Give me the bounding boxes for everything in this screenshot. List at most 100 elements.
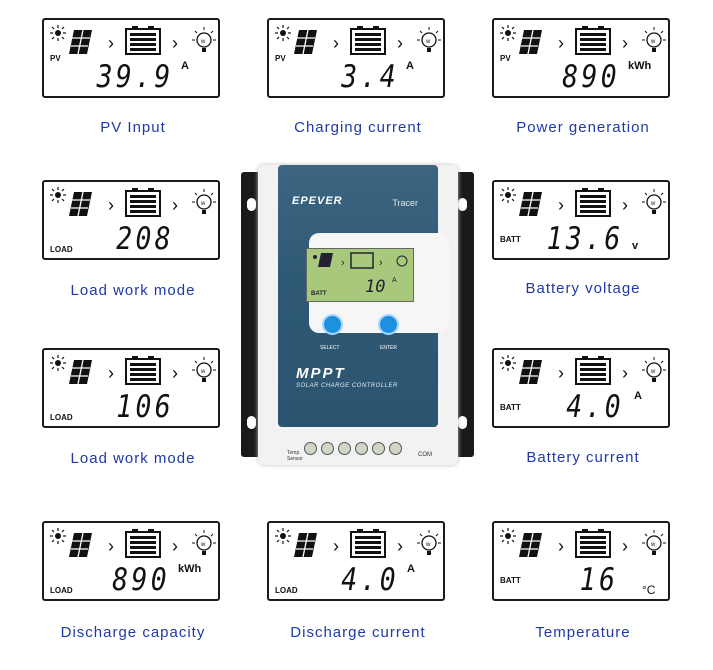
svg-text:w: w	[200, 369, 206, 375]
arrow-icon: ›	[108, 363, 114, 383]
caption-pv-input: PV Input	[100, 119, 166, 136]
sun-icon	[275, 528, 291, 544]
select-button[interactable]	[322, 314, 343, 335]
arrow-icon: ›	[622, 363, 628, 383]
sun-icon	[500, 355, 516, 371]
lcd-value: 10	[365, 277, 386, 297]
lcd-status-icons: › ›	[313, 252, 408, 269]
battery-icon	[575, 529, 611, 558]
lcd-status-icons: › › w	[275, 25, 441, 55]
arrow-icon: ›	[172, 363, 178, 383]
arrow-icon: ›	[333, 33, 339, 53]
sun-icon	[500, 187, 516, 203]
bulb-icon: w	[642, 189, 666, 214]
bulb-icon: w	[417, 27, 441, 52]
svg-text:w: w	[650, 39, 656, 45]
panel-unit: A	[181, 60, 189, 72]
mounting-bracket-left	[241, 172, 263, 457]
lcd-status-icons: › › w	[500, 355, 666, 385]
solar-panel-icon	[69, 532, 92, 558]
arrow-icon: ›	[333, 536, 339, 556]
lcd-panel-battery-voltage: › › w BATT 13.6 v	[492, 180, 670, 260]
sun-icon	[50, 355, 66, 371]
arrow-icon: ›	[172, 536, 178, 556]
lcd-status-icons: › › w	[50, 355, 216, 385]
lcd-panel-charging-current: › › w PV 3.4 A	[267, 18, 445, 98]
panel-value: 890	[112, 562, 170, 598]
arrow-icon: ›	[558, 363, 564, 383]
mounting-hole	[458, 198, 467, 211]
device-lcd: › › BATT 10 A	[306, 248, 414, 302]
panel-unit: v	[632, 240, 639, 252]
svg-text:w: w	[200, 201, 206, 207]
lcd-status-icons: › › w	[500, 187, 666, 217]
arrow-icon: ›	[558, 33, 564, 53]
panel-unit: kWh	[178, 563, 202, 575]
lcd-status-icons: › › w	[500, 25, 666, 55]
panel-value: 16	[579, 562, 618, 598]
panel-tag: PV	[500, 54, 511, 63]
lcd-status-icons: › › w	[500, 528, 666, 558]
arrow-icon: ›	[108, 195, 114, 215]
lcd-panel-power-generation: › › w PV 890 kWh	[492, 18, 670, 98]
terminal	[321, 442, 334, 455]
solar-panel-icon	[519, 359, 542, 385]
panel-value: 890	[562, 59, 620, 95]
battery-icon	[575, 356, 611, 385]
enter-label: ENTER	[380, 345, 397, 351]
battery-icon	[350, 529, 386, 558]
arrow-icon: ›	[379, 257, 383, 269]
panel-tag: PV	[275, 54, 286, 63]
solar-panel-icon	[294, 532, 317, 558]
mounting-hole	[247, 416, 256, 429]
arrow-icon: ›	[622, 536, 628, 556]
panel-unit: °C	[642, 583, 656, 597]
sun-icon	[275, 25, 291, 41]
controller-subtitle: SOLAR CHARGE CONTROLLER	[296, 383, 398, 389]
panel-tag: LOAD	[50, 413, 73, 422]
panel-value: 4.0	[566, 389, 624, 425]
panel-tag: BATT	[500, 235, 521, 244]
panel-tag: LOAD	[50, 586, 73, 595]
svg-text:w: w	[425, 39, 431, 45]
terminal	[389, 442, 402, 455]
lcd-panel-pv-input: › › w PV 39.9 A	[42, 18, 220, 98]
solar-panel-icon	[519, 191, 542, 217]
caption-battery-current: Battery current	[526, 449, 640, 466]
sun-icon	[50, 25, 66, 41]
battery-icon	[125, 26, 161, 55]
battery-icon	[125, 188, 161, 217]
panel-unit: A	[407, 563, 415, 575]
battery-icon	[350, 26, 386, 55]
solar-panel-icon	[318, 253, 333, 267]
lcd-panel-battery-current: › › w BATT 4.0 A	[492, 348, 670, 428]
panel-tag: PV	[50, 54, 61, 63]
mounting-hole	[247, 198, 256, 211]
arrow-icon: ›	[108, 536, 114, 556]
panel-value: 3.4	[341, 59, 399, 95]
arrow-icon: ›	[622, 195, 628, 215]
brand-logo: EPEVER	[292, 195, 343, 207]
bulb-icon	[396, 255, 408, 267]
mounting-hole	[458, 416, 467, 429]
lcd-status-icons: › › w	[50, 528, 216, 558]
sun-icon	[500, 25, 516, 41]
caption-discharge-capacity: Discharge capacity	[60, 624, 206, 641]
caption-load-work-mode: Load work mode	[70, 282, 196, 299]
svg-text:w: w	[650, 542, 656, 548]
panel-value: 39.9	[96, 59, 174, 95]
svg-text:w: w	[200, 39, 206, 45]
bulb-icon: w	[642, 357, 666, 382]
solar-panel-icon	[519, 29, 542, 55]
sun-icon	[313, 255, 317, 259]
panel-value: 208	[116, 221, 174, 257]
battery-icon	[575, 26, 611, 55]
caption-discharge-current: Discharge current	[290, 624, 426, 641]
lcd-panel-discharge-current: › › w LOAD 4.0 A	[267, 521, 445, 601]
enter-button[interactable]	[378, 314, 399, 335]
panel-value: 106	[116, 389, 174, 425]
panel-tag: BATT	[500, 403, 521, 412]
lcd-panel-load-work-mode-2: › › w LOAD 106	[42, 348, 220, 428]
svg-text:w: w	[650, 369, 656, 375]
caption-temperature: Temperature	[535, 624, 631, 641]
